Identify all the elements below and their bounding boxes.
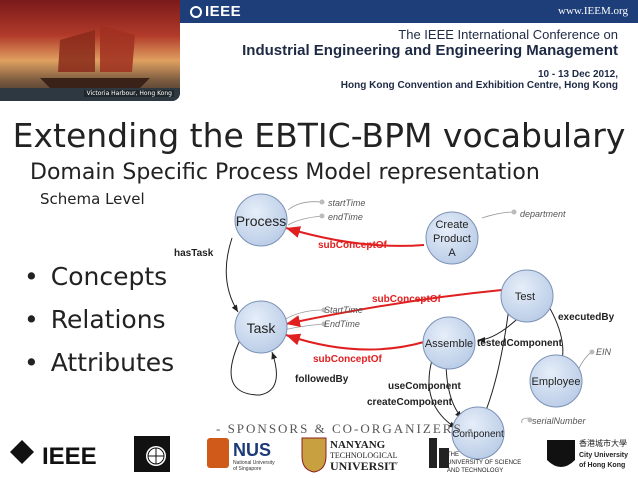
- edge-label-createComponent: createComponent: [367, 397, 453, 408]
- node-assemble: [422, 316, 476, 370]
- edge-label-sub2: subConceptOf: [372, 294, 442, 305]
- ieee-sponsor-logo: IEEE: [8, 434, 108, 474]
- conference-date: 10 - 13 Dec 2012,: [537, 69, 618, 80]
- ieee-logo: IEEE: [190, 3, 241, 20]
- ieee-diamond-icon: [10, 440, 34, 464]
- edge-label-followedBy: followedBy: [295, 374, 349, 385]
- bullet-attributes: Attributes: [24, 348, 174, 391]
- cityu-crest-icon: [547, 440, 575, 467]
- harbour-photo: Victoria Harbour, Hong Kong: [0, 0, 180, 101]
- hkust-logo: THE UNIVERSITY OF SCIENCE AND TECHNOLOGY: [425, 434, 525, 474]
- svg-text:THE: THE: [447, 452, 459, 458]
- label-test: Test: [515, 291, 535, 303]
- conference-venue: Hong Kong Convention and Exhibition Cent…: [340, 80, 618, 91]
- node-process: [234, 193, 288, 247]
- edge-followedBy: [230, 339, 278, 396]
- ieee-sponsor-text: IEEE: [42, 443, 97, 470]
- subconcept-edges: [285, 226, 503, 351]
- conference-url: www.IEEM.org: [558, 5, 628, 17]
- nus-logo: NUS National University of Singapore: [205, 434, 285, 474]
- junk-boat-illustration: [0, 25, 180, 101]
- svg-text:UNIVERSITY: UNIVERSITY: [330, 459, 398, 473]
- hkust-crest-icon: [429, 438, 449, 468]
- attr-serialNumber: serialNumber: [532, 416, 587, 426]
- edge-test-subconcept: [285, 289, 503, 327]
- label-assemble: Assemble: [425, 338, 473, 350]
- edge-labels: subConceptOf subConceptOf subConceptOf h…: [174, 240, 615, 408]
- node-employee: [529, 354, 583, 408]
- node-component: [451, 406, 505, 460]
- svg-text:of Singapore: of Singapore: [233, 466, 262, 472]
- iee-logo: [132, 434, 172, 474]
- svg-text:AND TECHNOLOGY: AND TECHNOLOGY: [447, 468, 503, 474]
- edge-label-testedComponent: testedComponent: [477, 338, 563, 349]
- slide-subtitle: Domain Specific Process Model representa…: [30, 160, 540, 185]
- ntu-logo: NANYANG TECHNOLOGICAL UNIVERSITY: [298, 434, 406, 474]
- schema-level-label: Schema Level: [40, 190, 145, 208]
- label-component: Component: [452, 429, 504, 440]
- attr-startTime2: StartTime: [324, 305, 363, 315]
- conference-line2: Industrial Engineering and Engineering M…: [242, 42, 618, 59]
- attr-startTime1: startTime: [328, 198, 365, 208]
- node-create-product: [425, 211, 479, 265]
- label-create-1: Create: [435, 219, 468, 231]
- svg-text:NUS: NUS: [233, 440, 271, 460]
- svg-text:National University: National University: [233, 460, 275, 466]
- bullet-relations: Relations: [24, 305, 174, 348]
- edge-test-component: [481, 299, 511, 421]
- edge-label-hasTask: hasTask: [174, 248, 214, 259]
- globe-icon: [190, 6, 202, 18]
- svg-text:香港城市大學: 香港城市大學: [579, 438, 627, 448]
- cityu-logo: 香港城市大學 City University of Hong Kong: [545, 434, 635, 474]
- edge-assemble-subconcept: [285, 333, 425, 351]
- edge-label-executedBy: executedBy: [558, 312, 615, 323]
- conference-banner: IEEE www.IEEM.org Victoria Harbour, Hong…: [0, 0, 638, 101]
- label-process: Process: [236, 213, 287, 229]
- concept-nodes: [234, 193, 583, 460]
- ntu-crest-icon: [301, 437, 327, 473]
- edge-label-sub3: subConceptOf: [313, 354, 383, 365]
- edge-createComponent: [428, 359, 457, 429]
- node-labels: Process Task Create Product A Test Assem…: [236, 213, 581, 440]
- attr-endTime2: EndTime: [324, 319, 360, 329]
- bullet-concepts: Concepts: [24, 262, 174, 305]
- attr-department: department: [520, 209, 566, 219]
- attribute-dots: [319, 199, 595, 423]
- svg-text:of Hong Kong: of Hong Kong: [579, 462, 625, 469]
- node-test: [500, 269, 554, 323]
- attr-endTime1: endTime: [328, 212, 363, 222]
- sponsors-label: - SPONSORS & CO-ORGANIZERS -: [216, 421, 475, 436]
- label-create-3: A: [448, 247, 456, 259]
- label-create-2: Product: [433, 233, 471, 245]
- attribute-labels: startTime endTime StartTime EndTime depa…: [324, 198, 612, 426]
- node-task: [234, 300, 288, 354]
- label-employee: Employee: [532, 376, 581, 388]
- slide-title: Extending the EBTIC-BPM vocabulary: [12, 116, 626, 155]
- conference-line1: The IEEE International Conference on: [398, 27, 618, 42]
- conference-info: The IEEE International Conference on Ind…: [242, 27, 618, 91]
- edge-label-sub1: subConceptOf: [318, 240, 388, 251]
- edge-create-subconcept: [285, 226, 425, 247]
- attr-ein: EIN: [596, 347, 612, 357]
- nus-crest-icon: [207, 438, 229, 468]
- bullet-list: Concepts Relations Attributes: [24, 262, 174, 391]
- photo-caption: Victoria Harbour, Hong Kong: [84, 90, 174, 97]
- svg-text:NANYANG: NANYANG: [330, 439, 386, 451]
- label-task: Task: [247, 320, 277, 336]
- svg-text:City University: City University: [579, 452, 628, 459]
- svg-text:UNIVERSITY OF SCIENCE: UNIVERSITY OF SCIENCE: [447, 460, 521, 466]
- svg-text:TECHNOLOGICAL: TECHNOLOGICAL: [330, 451, 398, 460]
- edge-hasTask: [225, 237, 239, 313]
- edge-label-useComponent: useComponent: [388, 381, 461, 392]
